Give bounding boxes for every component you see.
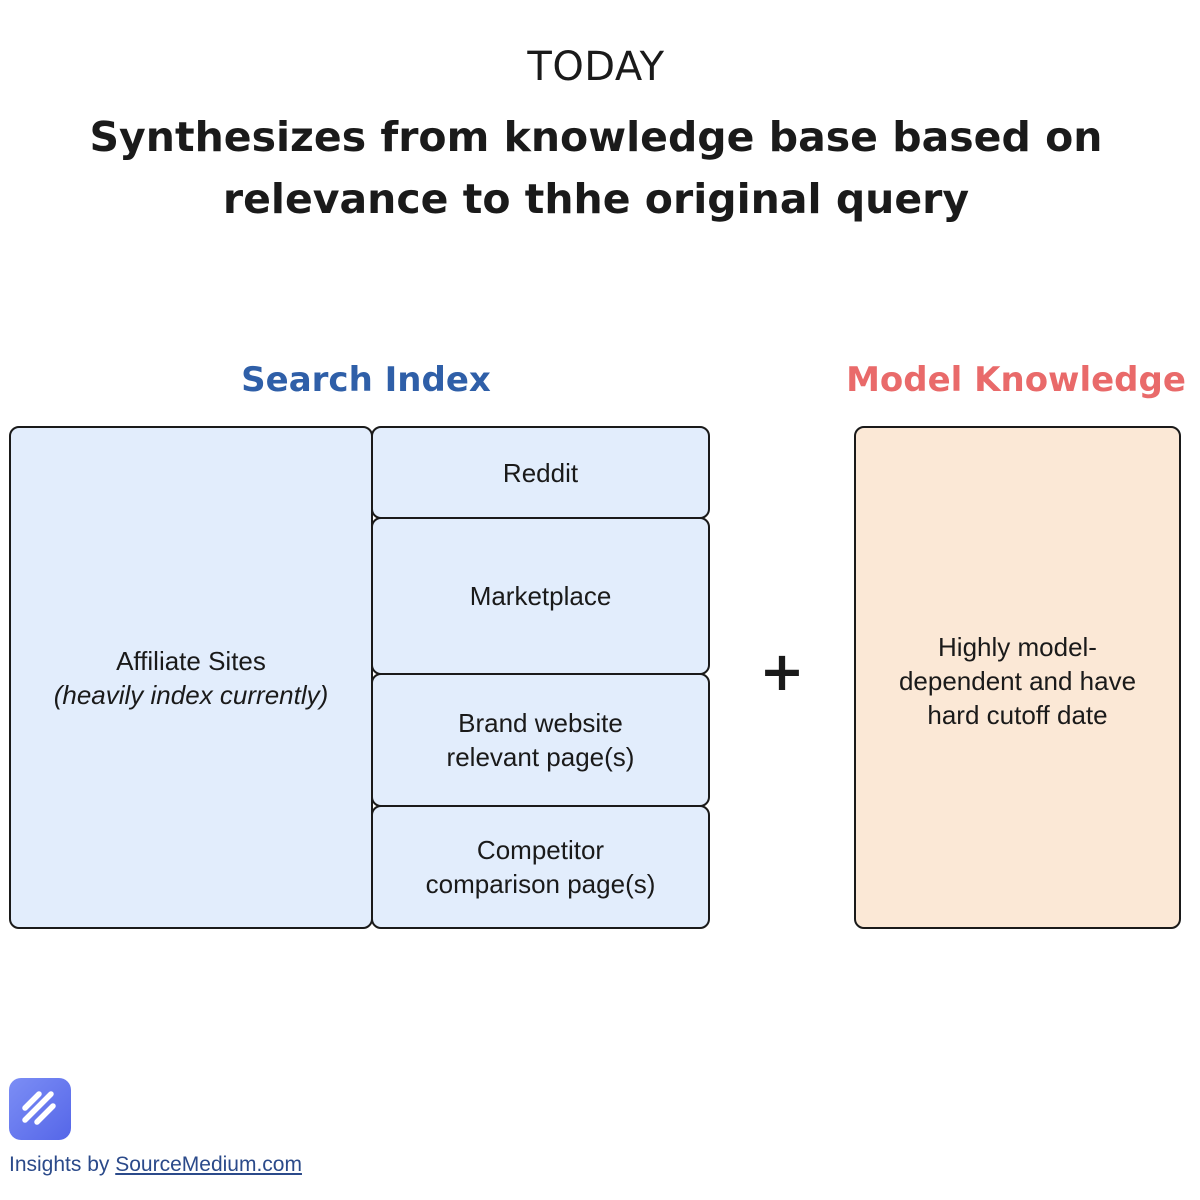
logo-stripes <box>22 1091 56 1125</box>
page-title: Synthesizes from knowledge base based on… <box>0 106 1192 230</box>
source-label-line-1: Brand website <box>458 708 623 738</box>
source-box-reddit: Reddit <box>371 426 710 519</box>
affiliate-sites-label: Affiliate Sites <box>116 645 266 676</box>
eyebrow-label: TODAY <box>527 44 665 90</box>
source-label-line-1: Marketplace <box>469 581 612 611</box>
page-title-line-1: Synthesizes from knowledge base based on <box>89 113 1103 161</box>
sourcemedium-link[interactable]: SourceMedium.com <box>115 1153 302 1176</box>
footer-prefix: Insights by <box>9 1153 116 1176</box>
page-title-line-2: relevance to thhe original query <box>222 175 970 223</box>
source-label-line-2: relevant page(s) <box>446 742 635 772</box>
sourcemedium-logo-icon <box>9 1078 71 1140</box>
source-box-competitor: Competitor comparison page(s) <box>371 805 710 929</box>
source-label-line-2: comparison page(s) <box>425 869 656 899</box>
source-box-marketplace: Marketplace <box>371 517 710 675</box>
affiliate-sites-note: (heavily index currently) <box>53 679 329 710</box>
model-knowledge-heading: Model Knowledge <box>846 360 1186 400</box>
source-box-brand-website: Brand website relevant page(s) <box>371 673 710 807</box>
footer-credit: Insights by SourceMedium.com <box>9 1153 302 1177</box>
affiliate-sites-box: Affiliate Sites (heavily index currently… <box>9 426 373 929</box>
source-label-line-1: Reddit <box>502 457 579 488</box>
source-label-line-1: Competitor <box>476 835 605 865</box>
search-index-heading: Search Index <box>241 360 491 400</box>
model-knowledge-line-1: Highly model- <box>938 632 1097 662</box>
model-knowledge-line-2: dependent and have <box>898 666 1137 696</box>
plus-operator: + <box>759 640 805 703</box>
model-knowledge-box: Highly model- dependent and have hard cu… <box>854 426 1181 929</box>
model-knowledge-line-3: hard cutoff date <box>927 700 1108 730</box>
